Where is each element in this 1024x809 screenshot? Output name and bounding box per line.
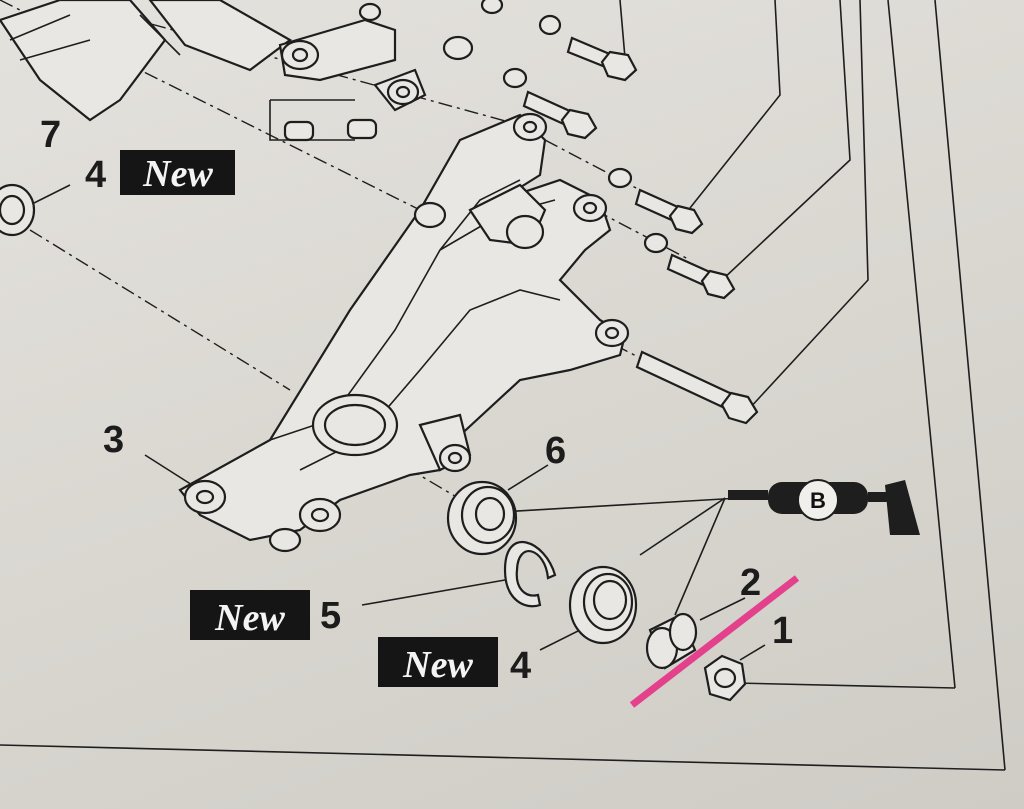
callout-6: 6: [545, 430, 566, 472]
callout-3: 3: [103, 419, 124, 461]
left-oil-seal: [0, 183, 36, 237]
callout-7: 7: [40, 114, 61, 156]
new-badge-left-text: New: [214, 597, 285, 639]
frame-fragment: [0, 0, 292, 122]
callout-4-bottom: 4: [510, 645, 531, 687]
collar-2: [645, 612, 698, 670]
callout-1: 1: [772, 610, 793, 652]
new-badge-top: New: [120, 150, 235, 195]
new-badge-top-text: New: [142, 153, 213, 195]
grease-b-symbol: B: [728, 479, 920, 535]
grease-b-label: B: [810, 488, 826, 513]
highlight-strike: [629, 575, 800, 708]
new-badge-left: New: [190, 590, 310, 640]
leader-lines: [29, 0, 956, 689]
circlip-5: [503, 541, 557, 608]
link-bracket: [269, 18, 427, 142]
new-badge-bottom: New: [378, 637, 498, 687]
relay-arm: [178, 112, 630, 553]
callout-4-top: 4: [85, 154, 106, 196]
upper-fasteners: [358, 0, 759, 425]
new-badge-bottom-text: New: [402, 644, 473, 686]
page-frame: [0, 0, 1006, 771]
bearing-6: [446, 480, 518, 556]
nut-1: [703, 654, 747, 702]
oil-seal-4: [568, 565, 638, 645]
callout-2: 2: [740, 562, 761, 604]
callout-5: 5: [320, 595, 341, 637]
